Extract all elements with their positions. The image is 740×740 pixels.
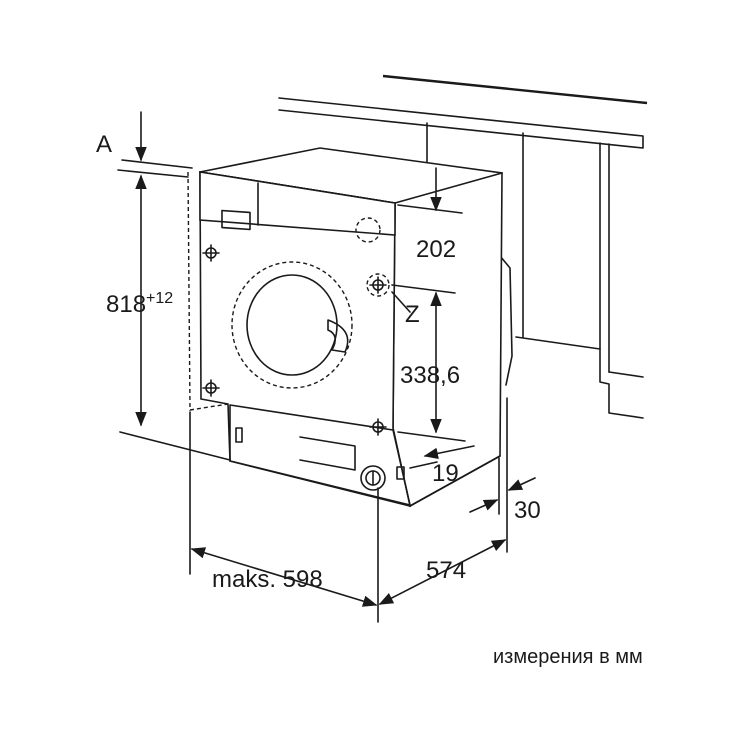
cabinet-outline bbox=[278, 74, 648, 419]
dim-z-height-label: 338,6 bbox=[400, 362, 460, 389]
dim-height-label: 818+12 bbox=[106, 290, 173, 318]
dim-width-label: maks. 598 bbox=[212, 566, 323, 593]
dim-bottom-offset-label: 19 bbox=[432, 460, 459, 487]
dim-a-label: A bbox=[96, 131, 112, 158]
dim-top-offset-label: 202 bbox=[416, 236, 456, 263]
dim-plinth-depth-label: 30 bbox=[514, 497, 541, 524]
dim-height-tolerance: +12 bbox=[146, 290, 173, 307]
installation-envelope bbox=[187, 171, 229, 411]
dimension-lines bbox=[117, 111, 536, 623]
washing-machine-body bbox=[199, 147, 503, 508]
dim-z-label: Z bbox=[405, 301, 420, 328]
mounting-screws bbox=[202, 244, 390, 436]
drum-window bbox=[231, 261, 353, 389]
units-note: измерения в мм bbox=[493, 646, 643, 668]
dim-depth-label: 574 bbox=[426, 557, 466, 584]
dim-height-base: 818 bbox=[106, 291, 146, 318]
